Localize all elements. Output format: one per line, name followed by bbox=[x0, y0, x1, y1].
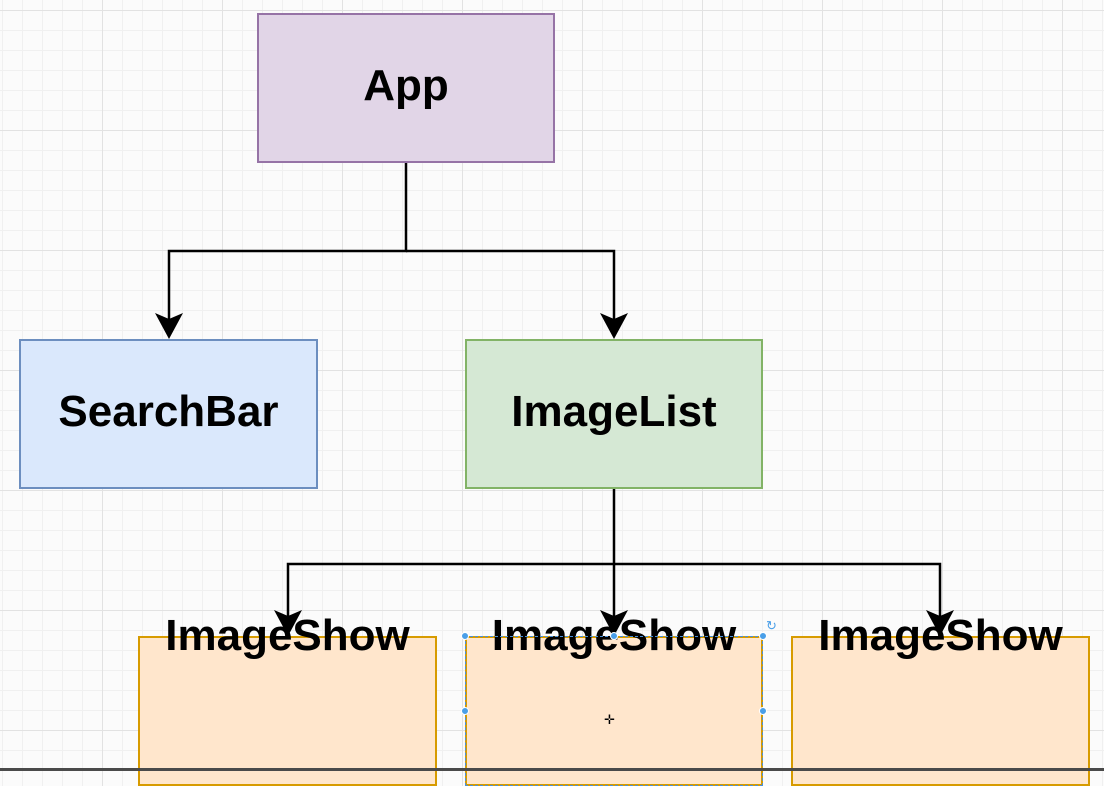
resize-handle-top-right[interactable] bbox=[759, 632, 767, 640]
resize-handle-left[interactable] bbox=[461, 707, 469, 715]
node-app-label: App bbox=[363, 61, 449, 110]
resize-handle-top[interactable] bbox=[610, 632, 618, 640]
node-imageshow-1-label: ImageShow bbox=[165, 611, 410, 660]
rotate-icon[interactable]: ↻ bbox=[766, 618, 777, 633]
window-bottom-edge bbox=[0, 768, 1104, 771]
edge-imagelist-imageshow-2[interactable] bbox=[600, 564, 628, 636]
node-imageshow-1[interactable]: ImageShow bbox=[138, 611, 437, 786]
edge-app-searchbar[interactable] bbox=[155, 163, 408, 339]
node-imagelist-label: ImageList bbox=[511, 387, 717, 436]
move-cursor-icon: ✛ bbox=[604, 712, 615, 727]
node-imageshow-3[interactable]: ImageShow bbox=[791, 611, 1090, 786]
edge-imagelist-imageshow-3[interactable] bbox=[614, 562, 954, 636]
edge-imagelist-imageshow-1[interactable] bbox=[274, 489, 616, 636]
node-app[interactable]: App bbox=[257, 13, 555, 163]
edge-app-imagelist[interactable] bbox=[406, 249, 628, 339]
resize-handle-top-left[interactable] bbox=[461, 632, 469, 640]
node-imagelist[interactable]: ImageList bbox=[465, 339, 763, 489]
node-imageshow-3-label: ImageShow bbox=[818, 611, 1063, 660]
resize-handle-right[interactable] bbox=[759, 707, 767, 715]
node-searchbar-label: SearchBar bbox=[58, 387, 279, 436]
node-searchbar[interactable]: SearchBar bbox=[19, 339, 318, 489]
node-imageshow-2[interactable]: ImageShow bbox=[465, 611, 763, 786]
